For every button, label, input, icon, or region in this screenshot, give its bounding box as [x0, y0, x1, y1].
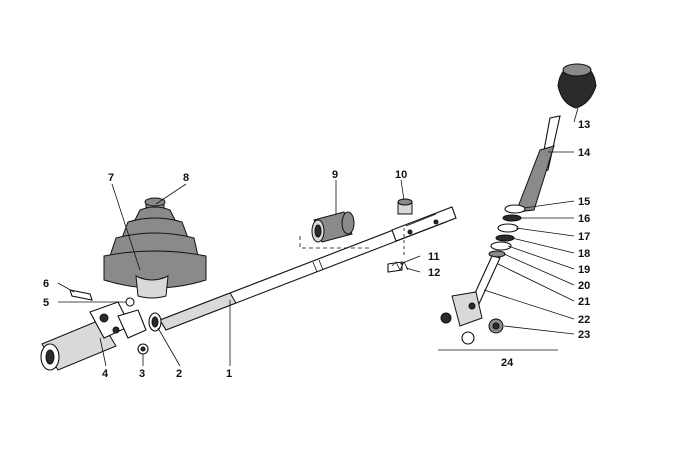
callout-3: 3 [139, 368, 145, 380]
callout-7: 7 [108, 172, 114, 184]
callout-5: 5 [43, 297, 49, 309]
selector-rod-part [159, 206, 457, 331]
callout-2: 2 [176, 368, 182, 380]
callout-17: 17 [578, 231, 590, 243]
lock-nut-part [488, 318, 504, 334]
callout-20: 20 [578, 280, 590, 292]
spring-part [391, 261, 409, 271]
screw-part [387, 261, 403, 273]
callout-12: 12 [428, 267, 440, 279]
callout-labels: 1 2 3 4 5 6 7 8 9 10 11 12 13 14 15 16 1… [43, 119, 591, 380]
callout-22: 22 [578, 314, 590, 326]
callout-15: 15 [578, 196, 590, 208]
callout-9: 9 [332, 169, 338, 181]
washer-ring-hole [151, 316, 159, 328]
shift-housing-part [40, 301, 147, 371]
callout-11: 11 [428, 251, 440, 263]
callout-1: 1 [226, 368, 232, 380]
callout-4: 4 [102, 368, 109, 380]
rubber-boot-part [103, 197, 207, 299]
callout-14: 14 [578, 147, 591, 159]
callout-6: 6 [43, 278, 49, 290]
leader-lines [57, 107, 579, 367]
callout-8: 8 [183, 172, 189, 184]
small-nut-hole [140, 346, 146, 352]
callout-13: 13 [578, 119, 590, 131]
callout-19: 19 [578, 264, 590, 276]
callout-18: 18 [578, 248, 590, 260]
spring-clip-part [125, 297, 135, 307]
callout-24: 24 [501, 357, 514, 369]
callout-21: 21 [578, 296, 590, 308]
shift-lever-assembly [440, 63, 597, 345]
callout-10: 10 [395, 169, 407, 181]
bushing-sleeve-part [311, 211, 355, 243]
small-cap-part [397, 198, 413, 215]
callout-23: 23 [578, 329, 590, 341]
callout-16: 16 [578, 213, 590, 225]
retaining-pin-part [69, 289, 93, 301]
